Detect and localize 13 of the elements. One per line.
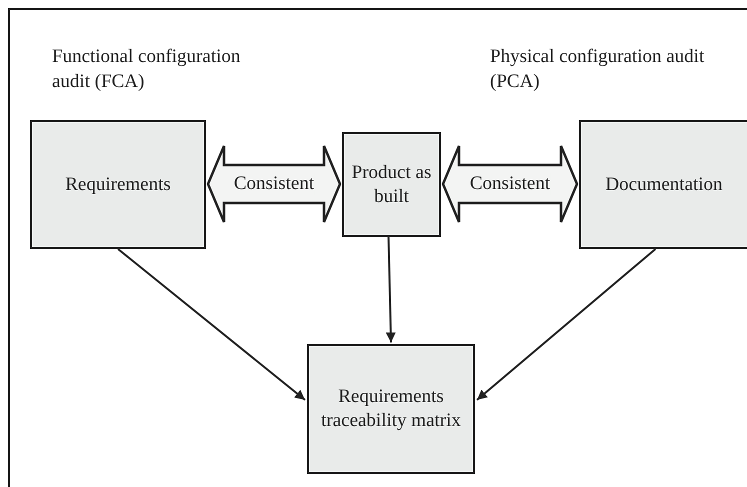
box-label: Documentation [605, 172, 723, 196]
process-box [307, 344, 475, 474]
arrow [476, 248, 656, 401]
process-box [579, 120, 747, 249]
process-box [342, 132, 441, 237]
arrow [386, 236, 396, 342]
box-label: Requirements [65, 172, 171, 196]
process-box [30, 120, 206, 249]
audit-heading: Physical configuration audit (PCA) [490, 45, 706, 94]
box-label: Product as built [350, 160, 432, 208]
audit-heading: Functional configuration audit (FCA) [52, 45, 242, 94]
box-label: Requirements traceability matrix [320, 385, 462, 433]
arrow [117, 248, 306, 401]
